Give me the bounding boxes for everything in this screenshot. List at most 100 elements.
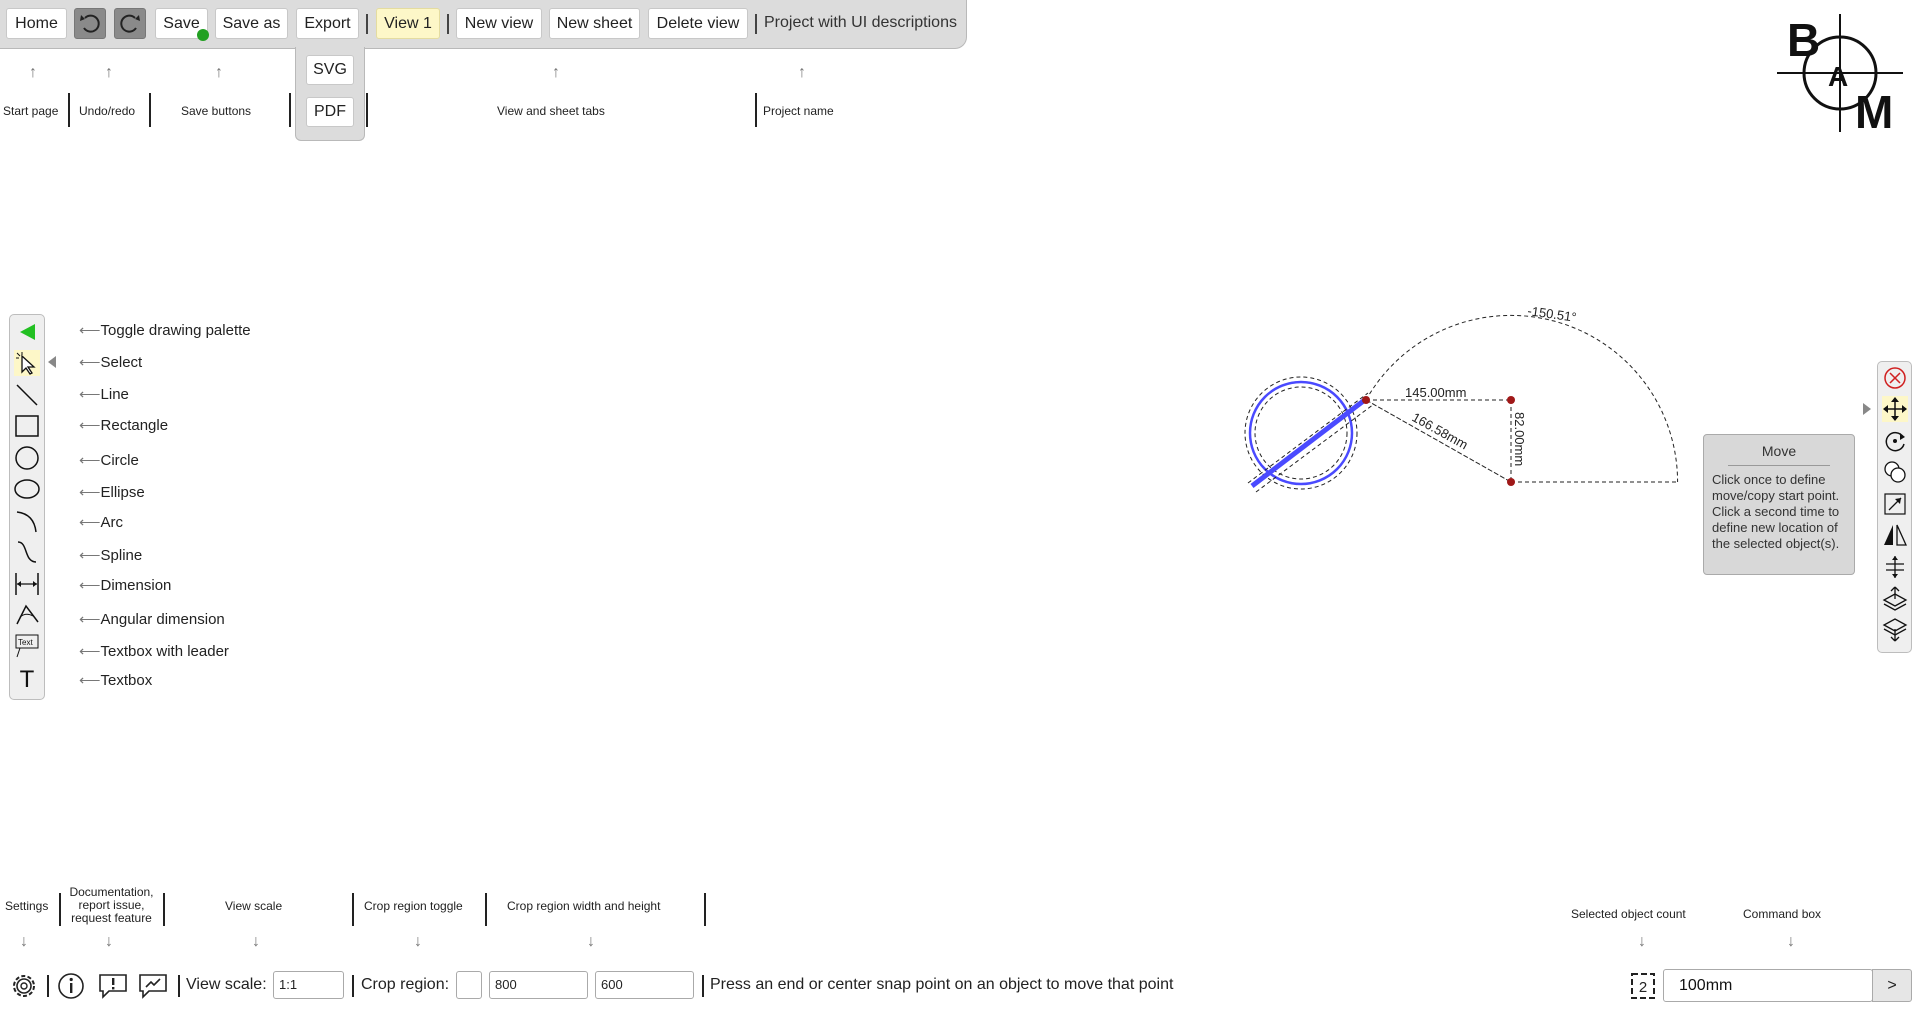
palette-label-dimension: ⟵Dimension [79, 577, 172, 594]
palette-label-line: ⟵Line [79, 386, 129, 403]
crop-region-toggle[interactable] [456, 971, 482, 999]
crop-height-input[interactable]: 600 [595, 971, 694, 999]
snap-point[interactable] [1507, 396, 1515, 404]
layer-up-button[interactable] [1882, 585, 1908, 611]
drawing-canvas[interactable]: 145.00mm 166.58mm 82.00mm -150.51° [1230, 290, 1690, 510]
request-feature-button[interactable] [137, 971, 169, 1001]
selected-line[interactable] [1250, 397, 1368, 488]
svg-text:A: A [1828, 61, 1848, 92]
home-button[interactable]: Home [6, 8, 67, 39]
move-tool-button[interactable] [1882, 396, 1908, 422]
tool-rectangle[interactable] [14, 413, 40, 439]
export-button[interactable]: Export [296, 8, 359, 39]
textbox-glyph: T [20, 666, 35, 691]
info-button[interactable] [56, 971, 86, 1001]
cancel-selection-button[interactable] [1882, 365, 1908, 391]
circle-highlight-inner [1254, 386, 1348, 480]
toggle-palette-button[interactable] [14, 319, 40, 345]
tool-dimension[interactable] [14, 571, 40, 597]
selected-circle[interactable] [1248, 380, 1354, 486]
snap-point[interactable] [1362, 396, 1370, 404]
annotation-divider [352, 893, 354, 926]
right-tools-marker [1863, 403, 1871, 415]
rotate-icon [1885, 431, 1905, 452]
view-scale-input[interactable]: 1:1 [273, 971, 344, 999]
tool-circle[interactable] [14, 445, 40, 471]
triangle-left-icon [20, 324, 35, 340]
request-feature-icon [139, 974, 167, 999]
mirror-icon [1884, 524, 1908, 546]
settings-button[interactable] [8, 970, 40, 1002]
info-icon [58, 973, 84, 999]
redo-button[interactable] [114, 8, 146, 39]
layer-down-button[interactable] [1882, 617, 1908, 643]
crop-width-input[interactable]: 800 [489, 971, 588, 999]
line-highlight-a [1247, 392, 1369, 484]
annotation-project-name: Project name [763, 104, 834, 118]
command-input[interactable]: 100mm [1663, 969, 1873, 1002]
export-svg-button[interactable]: SVG [306, 55, 354, 85]
command-submit-button[interactable]: > [1872, 969, 1912, 1002]
annotation-divider [366, 93, 368, 127]
edit-toolbar [1877, 361, 1912, 653]
tab-view-1[interactable]: View 1 [376, 8, 440, 39]
palette-selected-marker [48, 356, 56, 368]
annotation-divider [485, 893, 487, 926]
annotation-arrow: ↓ [252, 933, 260, 950]
annotation-divider [68, 93, 70, 127]
project-name[interactable]: Project with UI descriptions [764, 14, 957, 31]
annotation-view-scale: View scale [225, 899, 283, 913]
save-button[interactable]: Save [155, 8, 208, 39]
bottom-divider [702, 975, 704, 997]
bam-logo: B A M [1777, 14, 1903, 132]
annotation-start-page: Start page [3, 104, 59, 118]
rectangle-icon [15, 415, 39, 437]
crop-region-label: Crop region: [361, 976, 450, 993]
snap-point[interactable] [1507, 478, 1515, 486]
line-icon [16, 384, 38, 406]
selected-count-indicator: 2 [1631, 973, 1655, 999]
annotation-divider [289, 93, 291, 127]
angular-dimension-icon [16, 604, 39, 625]
svg-text:M: M [1855, 86, 1893, 132]
drawing-palette: Text T [9, 314, 45, 700]
annotation-settings: Settings [5, 899, 49, 913]
copy-tool-button[interactable] [1882, 459, 1908, 485]
scale-tool-button[interactable] [1882, 491, 1908, 517]
bottom-divider [47, 975, 49, 997]
new-view-button[interactable]: New view [456, 8, 542, 39]
move-icon [1883, 397, 1907, 421]
unsaved-indicator [197, 29, 209, 41]
annotation-selected-count: Selected object count [1571, 907, 1686, 921]
tool-textbox[interactable]: T [14, 665, 40, 693]
tool-line[interactable] [14, 382, 40, 408]
tool-textbox-leader[interactable]: Text [14, 633, 40, 659]
gear-icon [13, 975, 35, 997]
palette-label-rectangle: ⟵Rectangle [79, 417, 169, 434]
top-toolbar: Home Save Save as Export View 1 New view… [0, 0, 967, 49]
annotation-undo-redo: Undo/redo [79, 104, 136, 118]
undo-icon [80, 14, 100, 33]
undo-button[interactable] [74, 8, 106, 39]
delete-view-button[interactable]: Delete view [648, 8, 748, 39]
export-pdf-button[interactable]: PDF [306, 97, 354, 127]
palette-label-select: ⟵Select [79, 354, 143, 371]
palette-label-angular-dimension: ⟵Angular dimension [79, 611, 225, 628]
textbox-leader-icon: Text [15, 634, 39, 658]
circle-highlight-outer [1244, 376, 1358, 490]
arc-icon [16, 511, 37, 533]
report-issue-button[interactable] [97, 971, 129, 1001]
tool-arc[interactable] [14, 508, 40, 534]
export-menu: SVG PDF [295, 47, 365, 141]
offset-tool-button[interactable] [1882, 554, 1908, 580]
tool-angular-dimension[interactable] [14, 602, 40, 628]
new-sheet-button[interactable]: New sheet [549, 8, 640, 39]
annotation-crop-toggle: Crop region toggle [364, 899, 463, 913]
tool-spline[interactable] [14, 539, 40, 565]
rotate-tool-button[interactable] [1882, 428, 1908, 454]
save-as-button[interactable]: Save as [215, 8, 288, 39]
copy-icon [1884, 461, 1906, 483]
tool-ellipse[interactable] [14, 476, 40, 502]
mirror-tool-button[interactable] [1882, 522, 1908, 548]
tool-select[interactable] [14, 350, 40, 376]
